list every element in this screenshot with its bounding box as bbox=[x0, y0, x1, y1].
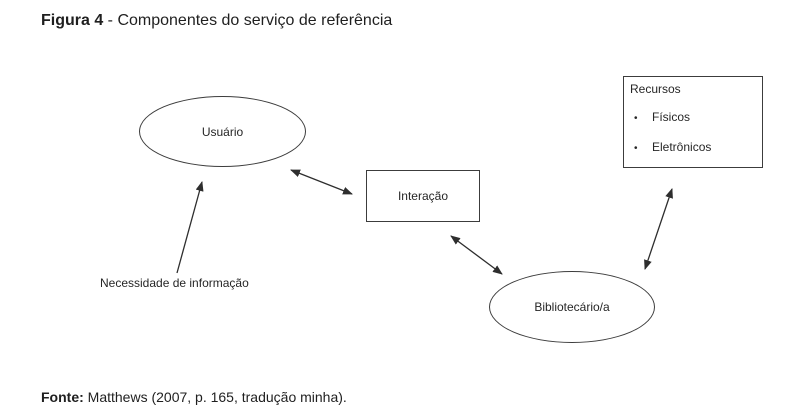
bullet-icon: • bbox=[634, 113, 638, 124]
node-interacao: Interação bbox=[366, 170, 480, 222]
node-recursos-title: Recursos bbox=[630, 82, 681, 96]
arrow-usuario-interacao bbox=[290, 169, 353, 195]
node-bibliotecario: Bibliotecário/a bbox=[489, 271, 655, 343]
arrow-interacao-bibliotecario bbox=[450, 235, 503, 275]
annotation-necessidade-de-informacao: Necessidade de informação bbox=[100, 276, 249, 290]
recursos-item-label: Eletrônicos bbox=[652, 140, 712, 154]
recursos-item-eletronicos: • Eletrônicos bbox=[630, 140, 756, 156]
bullet-icon: • bbox=[634, 143, 638, 154]
node-usuario: Usuário bbox=[139, 96, 306, 167]
figure-caption: - Componentes do serviço de referência bbox=[103, 12, 393, 29]
node-usuario-label: Usuário bbox=[201, 124, 244, 139]
arrow-bibliotecario-recursos bbox=[644, 188, 673, 270]
recursos-item-fisicos: • Físicos bbox=[630, 110, 756, 126]
recursos-item-label: Físicos bbox=[652, 110, 691, 124]
arrow-necessidade-usuario bbox=[176, 181, 204, 274]
figure-source: Fonte: Matthews (2007, p. 165, tradução … bbox=[41, 389, 347, 406]
figure-title: Figura 4 - Componentes do serviço de ref… bbox=[41, 11, 392, 30]
node-bibliotecario-label: Bibliotecário/a bbox=[534, 300, 610, 314]
source-text: Matthews (2007, p. 165, tradução minha). bbox=[83, 389, 347, 405]
node-interacao-label: Interação bbox=[397, 189, 449, 203]
node-recursos: Recursos • Físicos • Eletrônicos bbox=[623, 76, 763, 168]
source-prefix: Fonte: bbox=[41, 389, 84, 405]
figure-number: Figura 4 bbox=[41, 12, 104, 29]
